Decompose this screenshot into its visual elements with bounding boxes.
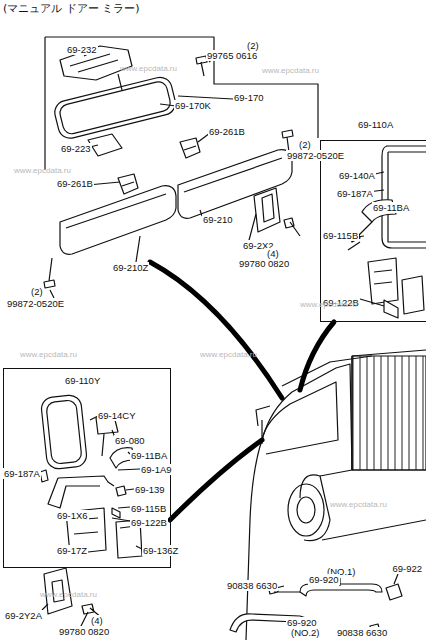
callout-number: 69-115B bbox=[130, 503, 167, 514]
watermark: www.epcdata.ru bbox=[20, 350, 77, 360]
watermark: www.epcdata.ru bbox=[40, 590, 97, 600]
callout-number: 69-14CY bbox=[97, 410, 137, 421]
callout-number: 69-261B bbox=[208, 126, 246, 137]
callout-number: (4) bbox=[266, 248, 280, 259]
assembly-number: 69-110Y bbox=[64, 375, 101, 386]
callout-number: 69-115B bbox=[322, 230, 359, 241]
callout-number: 69-1A9 bbox=[140, 464, 173, 475]
callout-number: (2) bbox=[246, 40, 260, 51]
room-mirror bbox=[52, 75, 178, 141]
callout-number: 69-261B bbox=[56, 178, 94, 189]
callout-number: 69-140A bbox=[338, 170, 376, 181]
callout-number: 69-187A bbox=[3, 468, 41, 479]
callout-number: 69-11BA bbox=[372, 202, 410, 213]
callout-number: 99872-0520E bbox=[6, 298, 65, 309]
callout-number: (NO.2) bbox=[290, 627, 321, 638]
watermark: www.epcdata.ru bbox=[200, 350, 257, 360]
assist-grip bbox=[300, 584, 382, 596]
callout-number: 69-210Z bbox=[112, 262, 149, 273]
callout-number: 69-170K bbox=[174, 100, 212, 111]
door-mirror bbox=[382, 146, 426, 248]
callout-number: 69-136Z bbox=[142, 545, 179, 556]
callout-number: 90838 6630 bbox=[336, 627, 388, 638]
callout-number: 69-17Z bbox=[56, 545, 88, 556]
callout-number: 69-170 bbox=[233, 92, 265, 103]
callout-number: 69-223 bbox=[60, 143, 92, 154]
watermark: www.epcdata.ru bbox=[262, 66, 319, 76]
callout-number: (4) bbox=[90, 615, 104, 626]
callout-number: 69-1X6 bbox=[56, 510, 89, 521]
callout-number: 69-11BA bbox=[130, 450, 168, 461]
callout-number: 99872-0520E bbox=[286, 150, 345, 161]
title: (マニュアル ドアー ミラー) bbox=[3, 2, 140, 15]
callout-number: 69-122B bbox=[130, 517, 168, 528]
assembly-number: 69-110A bbox=[357, 119, 394, 130]
sun-visor bbox=[60, 186, 176, 255]
callout-number: 69-920 bbox=[308, 574, 340, 585]
door-mirror bbox=[40, 394, 87, 470]
callout-number: 99780 0820 bbox=[58, 626, 110, 637]
callout-number: 69-2Y2A bbox=[4, 610, 43, 621]
watermark: www.epcdata.ru bbox=[14, 166, 71, 176]
callout-number: 69-139 bbox=[134, 484, 166, 495]
callout-number: (2) bbox=[30, 286, 44, 297]
callout-number: (2) bbox=[298, 139, 312, 150]
callout-number: 69-232 bbox=[66, 44, 98, 55]
callout-number: 69-920 bbox=[286, 617, 318, 628]
callout-number: 69-187A bbox=[336, 188, 374, 199]
watermark: www.epcdata.ru bbox=[120, 64, 177, 74]
callout-number: 99765 0616 bbox=[206, 50, 258, 61]
callout-number: 69-210 bbox=[202, 214, 234, 225]
callout-number: 69-922 bbox=[391, 563, 423, 574]
group-outline bbox=[44, 37, 45, 170]
watermark: www.epcdata.ru bbox=[300, 300, 357, 310]
callout-number: 99780 0820 bbox=[238, 258, 290, 269]
callout-number: 90838 6630 bbox=[226, 580, 278, 591]
watermark: www.epcdata.ru bbox=[330, 500, 387, 510]
callout-number: 69-080 bbox=[114, 435, 146, 446]
